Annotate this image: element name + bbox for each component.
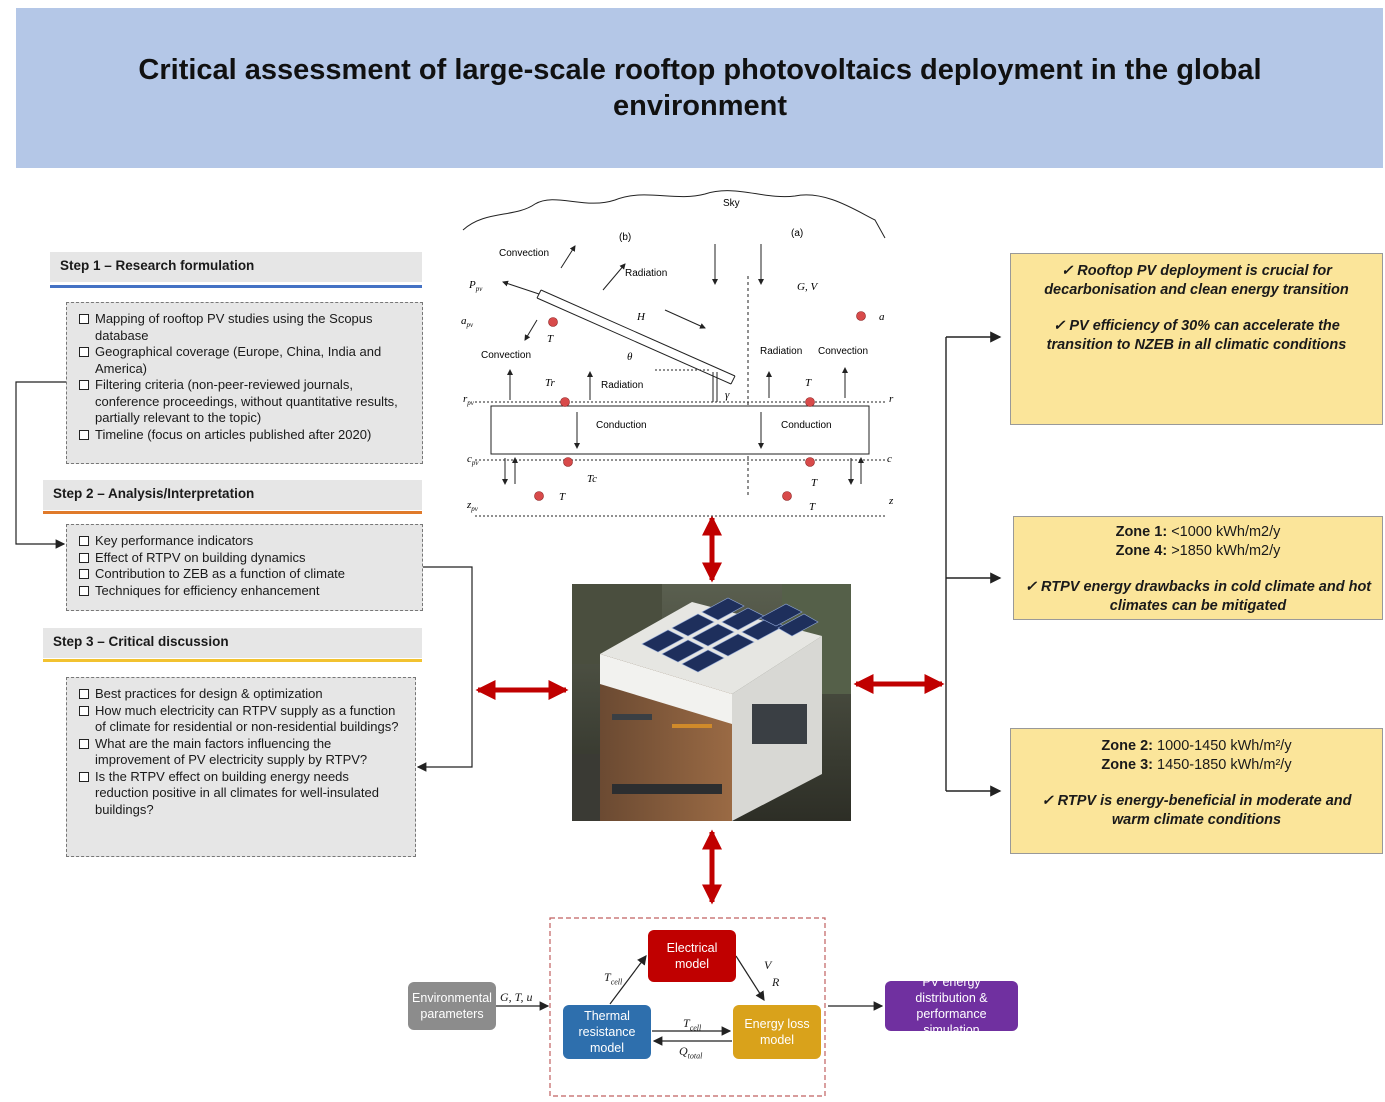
radiation-label: Radiation — [601, 380, 643, 391]
r-label: r — [889, 393, 894, 405]
step3-header: Step 3 – Critical discussion — [43, 628, 422, 658]
step3-underline — [43, 659, 422, 662]
step2-item: Key performance indicators — [79, 533, 412, 550]
temp-r: T — [805, 377, 812, 389]
model-dashed-frame — [549, 917, 826, 1097]
radiation-label: Radiation — [625, 268, 667, 279]
conduction-label: Conduction — [781, 420, 832, 431]
step3-box: Best practices for design & optimization… — [66, 677, 416, 857]
z-pv-label: zpv — [466, 499, 479, 513]
heat-transfer-schematic: Sky (a) (b) θ γ H Ppv apv rpv cpv zpv a … — [461, 190, 894, 517]
temp-z-pv: T — [559, 491, 566, 503]
title-banner — [16, 8, 1383, 168]
convection-label: Convection — [499, 248, 549, 259]
electric-output-vars: R — [772, 975, 780, 989]
gamma-label: γ — [725, 389, 730, 401]
label-a: (a) — [791, 228, 803, 239]
energy-loss-model-box: Energy loss model — [733, 1005, 821, 1059]
result-general-1: ✓ Rooftop PV deployment is crucial for d… — [1044, 263, 1349, 298]
environmental-parameters-box: Environmental parameters — [408, 982, 496, 1030]
step3-item: Is the RTPV effect on building energy ne… — [79, 769, 405, 819]
step1-item: Timeline (focus on articles published af… — [79, 427, 412, 444]
step2-underline — [43, 511, 422, 514]
step3-item: Best practices for design & optimization — [79, 686, 405, 703]
convection-label: Convection — [818, 346, 868, 357]
zone-1-4-note: ✓ RTPV energy drawbacks in cold climate … — [1024, 579, 1372, 614]
step3-item: How much electricity can RTPV supply as … — [79, 703, 405, 736]
height-label: H — [636, 311, 646, 323]
step1-item: Mapping of rooftop PV studies using the … — [79, 311, 412, 344]
zone3-label: Zone 3: — [1101, 756, 1153, 773]
zone4-value: >1850 kWh/m2/y — [1171, 542, 1281, 559]
step2-item: Effect of RTPV on building dynamics — [79, 550, 412, 567]
result-box-zone-1-4: Zone 1: <1000 kWh/m2/y Zone 4: >1850 kWh… — [1013, 516, 1383, 620]
zone-2-3-note: ✓ RTPV is energy-beneficial in moderate … — [1041, 793, 1352, 828]
result-box-zone-2-3: Zone 2: 1000-1450 kWh/m²/y Zone 3: 1450-… — [1010, 728, 1383, 854]
a-label: a — [879, 311, 885, 323]
zone2-value: 1000-1450 kWh/m²/y — [1157, 738, 1292, 754]
r-pv-label: rpv — [463, 393, 475, 407]
label-b: (b) — [619, 232, 631, 243]
temp-a-pv: T — [547, 333, 554, 345]
q-total-label: Qtotal — [679, 1044, 703, 1061]
temp-c: T — [811, 477, 818, 489]
sky-label: Sky — [723, 198, 740, 209]
building-photo — [572, 584, 851, 821]
step1-header: Step 1 – Research formulation — [50, 252, 422, 282]
result-box-general: ✓ Rooftop PV deployment is crucial for d… — [1010, 253, 1383, 425]
convection-label: Convection — [481, 350, 531, 361]
thermal-resistance-model-box: Thermal resistance model — [563, 1005, 651, 1059]
step1-box: Mapping of rooftop PV studies using the … — [66, 302, 423, 464]
pv-energy-output-box: PV energy distribution & performance sim… — [885, 975, 1018, 1037]
step2-header: Step 2 – Analysis/Interpretation — [43, 480, 422, 510]
c-label: c — [887, 453, 892, 465]
temp-z: T — [809, 501, 816, 513]
theta-label: θ — [627, 351, 633, 363]
z-label: z — [888, 495, 894, 507]
step1-underline — [50, 285, 422, 288]
result-general-2: ✓ PV efficiency of 30% can accelerate th… — [1046, 318, 1347, 353]
zone1-value: <1000 kWh/m2/y — [1171, 524, 1281, 540]
radiation-label: Radiation — [760, 346, 802, 357]
electrical-model-box: Electrical model — [648, 930, 736, 982]
zone3-value: 1450-1850 kWh/m²/y — [1157, 756, 1292, 773]
step2-box: Key performance indicators Effect of RTP… — [66, 524, 423, 611]
electric-output-vars: V — [764, 958, 772, 972]
t-cell-label: Tcell — [604, 970, 623, 987]
conduction-label: Conduction — [596, 420, 647, 431]
a-pv-label: apv — [461, 315, 474, 329]
temperature-nodes — [534, 311, 866, 501]
step2-item: Techniques for efficiency enhancement — [79, 583, 412, 600]
step1-item: Geographical coverage (Europe, China, In… — [79, 344, 412, 377]
zone2-label: Zone 2: — [1101, 738, 1153, 754]
temp-c-pv: Tc — [587, 473, 597, 485]
step3-item: What are the main factors influencing th… — [79, 736, 405, 769]
c-pv-label: cpv — [467, 453, 479, 467]
zone1-label: Zone 1: — [1115, 524, 1168, 540]
zone4-label: Zone 4: — [1115, 542, 1168, 559]
temp-r-pv: Tr — [545, 377, 556, 389]
weather-vars: G, V — [797, 281, 818, 293]
p-pv-label: Ppv — [468, 279, 483, 293]
env-variables-label: G, T, u — [500, 990, 533, 1004]
model-flow-lines — [496, 917, 884, 1097]
page-title: Critical assessment of large-scale rooft… — [138, 54, 1262, 122]
step1-item: Filtering criteria (non-peer-reviewed jo… — [79, 377, 412, 427]
t-cell-label: Tcell — [683, 1016, 702, 1033]
step2-item: Contribution to ZEB as a function of cli… — [79, 566, 412, 583]
